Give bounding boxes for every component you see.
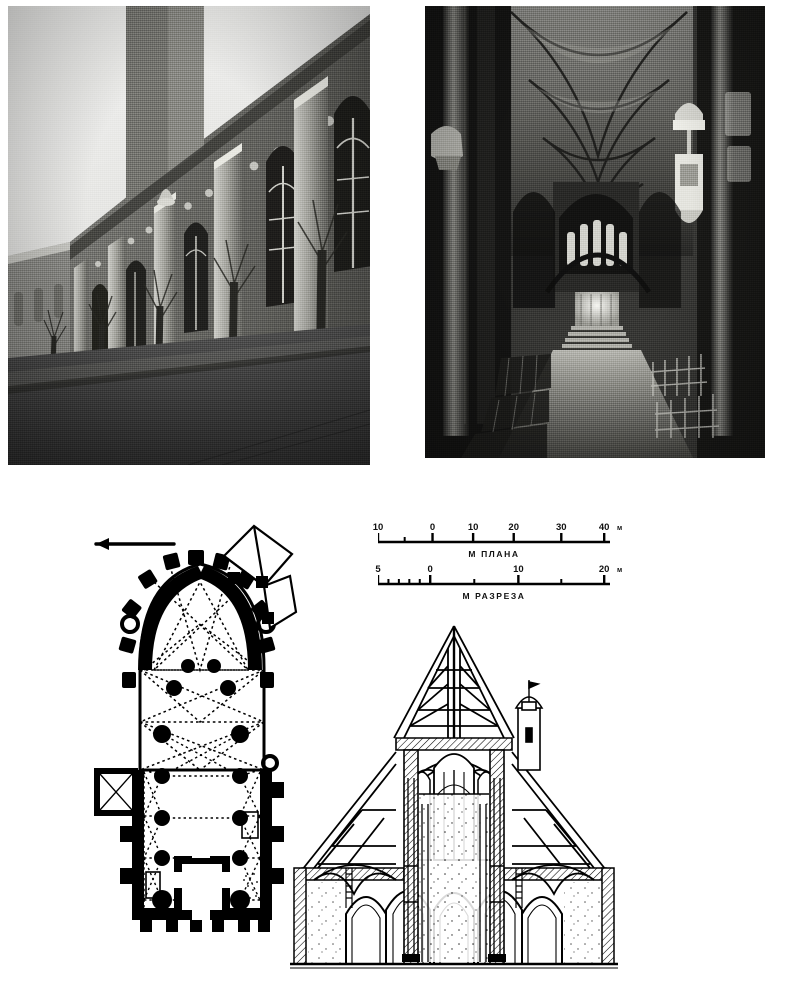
- section-scale-bar-caption: М РАЗРЕЗА: [462, 591, 526, 601]
- plan-scale-bar-label: 40: [598, 522, 610, 533]
- plan-scale-bar-label: 10: [467, 522, 479, 533]
- exterior-photo-artwork: [8, 6, 370, 465]
- section-scale-bar-unit: м: [617, 567, 623, 574]
- plan-scale-bar-label: 20: [508, 522, 520, 533]
- plan-scale-bar: 10 0 10 20 30 40 м М ПЛАНА: [373, 522, 622, 559]
- cross-section: [288, 618, 620, 972]
- plan-stipple-right: [243, 873, 258, 899]
- plan-scale-bar-caption: М ПЛАНА: [468, 549, 520, 559]
- floor-plan: [78, 520, 298, 932]
- north-arrow: [94, 538, 176, 550]
- exterior-photograph: [8, 6, 370, 465]
- interior-photograph: [425, 6, 765, 458]
- section-scale-bar-label: 0: [427, 564, 433, 575]
- cross-section-artwork: [288, 618, 620, 972]
- section-scale-bar: 5 0 10 20 м М РАЗРЕЗА: [375, 564, 622, 601]
- plan-scale-bar-graphic: [378, 533, 610, 544]
- floor-plan-artwork: [94, 524, 298, 932]
- section-scale-bar-label: 10: [513, 564, 524, 575]
- interior-photo-artwork: [425, 6, 765, 458]
- section-scale-bar-label: 5: [375, 564, 381, 575]
- plan-scale-bar-label: 0: [429, 522, 436, 533]
- section-scale-bar-label: 20: [598, 564, 610, 575]
- plan-scale-bar-label: 10: [372, 522, 384, 533]
- plan-scale-bar-unit: м: [617, 525, 623, 532]
- plan-scale-bar-label: 30: [555, 522, 567, 533]
- section-scale-bar-graphic: [378, 575, 610, 586]
